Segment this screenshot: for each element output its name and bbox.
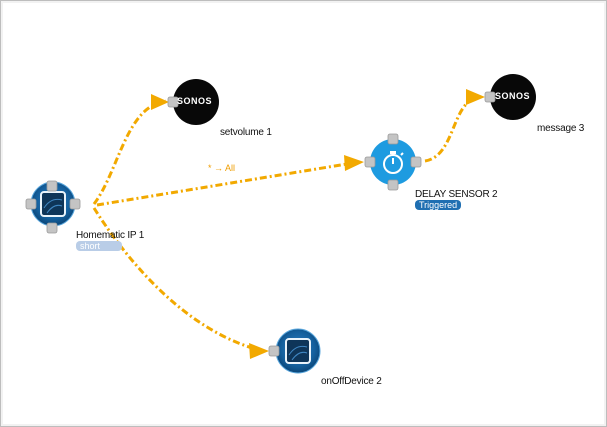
sonos-logo-setvolume: SONOS [177,96,213,106]
edge-homematic-to-onoff[interactable] [92,207,269,359]
edge-homematic-to-setvolume[interactable] [92,94,169,205]
arrowhead-icon [344,155,364,171]
arrowhead-icon [249,343,269,359]
sonos-logo-message: SONOS [495,91,531,101]
edge-homematic-to-delay[interactable] [96,155,364,207]
port-in[interactable] [484,91,496,103]
node-onoff-device[interactable] [268,328,321,374]
edge-delay-to-message[interactable] [424,89,485,163]
port-in[interactable] [268,345,280,357]
port-top[interactable] [387,133,399,145]
port-top[interactable] [46,180,58,192]
port-left[interactable] [25,198,37,210]
status-badge-short: short [76,241,122,251]
label-homematic: Homematic IP 1 [76,230,145,241]
port-right[interactable] [410,156,422,168]
status-badge-triggered: Triggered [415,200,462,210]
arrowhead-icon [466,89,485,105]
port-left[interactable] [364,156,376,168]
label-delay-sensor: DELAY SENSOR 2 [415,189,498,200]
port-in[interactable] [167,96,179,108]
node-delay-sensor[interactable] [364,133,422,191]
node-sonos-setvolume[interactable] [167,79,219,125]
port-right[interactable] [69,198,81,210]
device-tile-icon [40,191,66,217]
edge-label-all: * → All [208,163,236,173]
label-message: message 3 [537,123,585,134]
port-bottom[interactable] [46,222,58,234]
label-onoff-device: onOffDevice 2 [321,376,382,387]
device-tile-icon [285,338,311,364]
node-homematic[interactable] [25,180,81,234]
stopwatch-icon [383,151,404,174]
label-setvolume: setvolume 1 [220,127,272,138]
node-sonos-message[interactable] [484,74,536,120]
arrowhead-icon [151,94,169,110]
port-bottom[interactable] [387,179,399,191]
